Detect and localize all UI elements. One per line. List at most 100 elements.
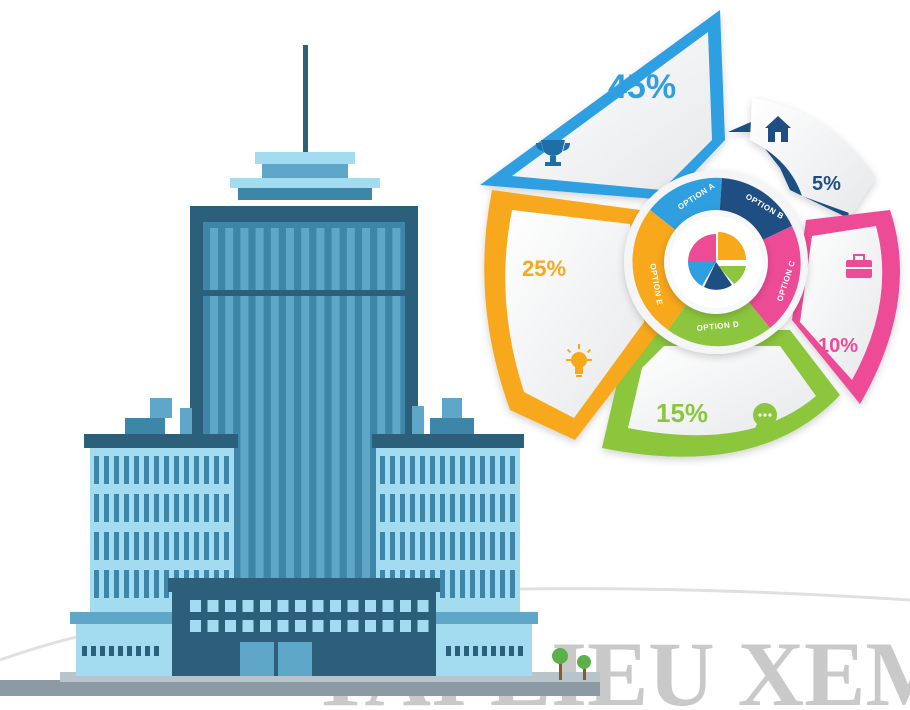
wing-window: [164, 570, 169, 598]
wing-window: [214, 532, 219, 560]
wing-window: [440, 494, 445, 522]
low-window: [500, 646, 505, 656]
briefcase-icon: [846, 254, 872, 278]
entrance-window: [242, 600, 254, 612]
wing-window: [124, 494, 129, 522]
wing-window: [194, 456, 199, 484]
wing-window: [194, 532, 199, 560]
wing-window: [410, 494, 415, 522]
wing-window: [390, 532, 395, 560]
wing-window: [114, 494, 119, 522]
tower-window-stripe: [255, 228, 264, 668]
wing-window: [104, 456, 109, 484]
wing-window: [224, 532, 229, 560]
low-window: [82, 646, 87, 656]
wing-window: [480, 532, 485, 560]
entrance-window: [382, 620, 394, 632]
mini-pie-icon: [688, 232, 746, 290]
tower-window-stripe: [331, 228, 340, 668]
wing-window: [510, 532, 515, 560]
wing-window: [470, 494, 475, 522]
entrance-window: [242, 620, 254, 632]
entrance-window: [312, 620, 324, 632]
left-wing-roof: [84, 434, 238, 448]
wing-window: [214, 494, 219, 522]
entrance-window: [330, 620, 341, 632]
wing-window: [460, 570, 465, 598]
wing-window: [430, 494, 435, 522]
trees: [552, 648, 591, 680]
segment-a-percent: 45%: [608, 68, 676, 106]
wing-window: [174, 456, 179, 484]
entrance-window: [312, 600, 324, 612]
wing-window: [380, 532, 385, 560]
wing-window: [420, 456, 425, 484]
low-window: [118, 646, 123, 656]
wing-window: [430, 532, 435, 560]
segment-d-percent: 15%: [656, 398, 708, 428]
wing-window: [480, 494, 485, 522]
low-window: [100, 646, 105, 656]
wing-window: [224, 494, 229, 522]
wing-window: [390, 494, 395, 522]
wing-window: [500, 494, 505, 522]
wing-window: [380, 494, 385, 522]
entrance-window: [347, 620, 359, 632]
wing-window: [164, 456, 169, 484]
wing-window: [224, 456, 229, 484]
wing-window: [214, 456, 219, 484]
segment-b-percent: 5%: [812, 173, 841, 195]
entrance-window: [400, 620, 411, 632]
entrance-window: [382, 600, 394, 612]
wing-window: [410, 456, 415, 484]
wing-window: [194, 494, 199, 522]
wing-window: [124, 532, 129, 560]
tower-window-stripe: [301, 228, 310, 668]
low-window: [464, 646, 469, 656]
wing-window: [104, 570, 109, 598]
wing-window: [450, 494, 455, 522]
low-window: [509, 646, 514, 656]
wing-window: [124, 570, 129, 598]
wing-window: [480, 570, 485, 598]
low-window: [491, 646, 496, 656]
wing-window: [204, 532, 209, 560]
wing-window: [510, 456, 515, 484]
tower-window-stripe: [316, 228, 325, 668]
wing-window: [450, 532, 455, 560]
wing-window: [510, 494, 515, 522]
wing-window: [410, 532, 415, 560]
entrance-window: [260, 600, 271, 612]
low-window: [91, 646, 96, 656]
tower-window-stripe: [362, 228, 370, 668]
low-window: [127, 646, 132, 656]
wing-window: [450, 456, 455, 484]
wing-window: [460, 532, 465, 560]
wing-window: [490, 494, 495, 522]
option-d-label: OPTION D: [696, 320, 739, 333]
wing-window: [144, 456, 149, 484]
wing-window: [154, 570, 159, 598]
entrance-window: [400, 600, 411, 612]
wing-window: [124, 456, 129, 484]
wing-window: [164, 532, 169, 560]
entrance-window: [260, 620, 271, 632]
wing-window: [114, 532, 119, 560]
entrance-window: [295, 600, 306, 612]
entrance-window: [190, 600, 201, 612]
low-window: [473, 646, 478, 656]
wing-window: [94, 532, 99, 560]
low-window: [145, 646, 150, 656]
wing-window: [94, 494, 99, 522]
wing-window: [440, 532, 445, 560]
antenna: [303, 45, 308, 155]
wing-window: [154, 456, 159, 484]
house-icon: [765, 116, 791, 142]
wing-window: [450, 570, 455, 598]
entrance-window: [207, 600, 219, 612]
wing-window: [134, 570, 139, 598]
entrance-window: [347, 600, 359, 612]
wing-window: [510, 570, 515, 598]
office-building: [0, 45, 600, 696]
